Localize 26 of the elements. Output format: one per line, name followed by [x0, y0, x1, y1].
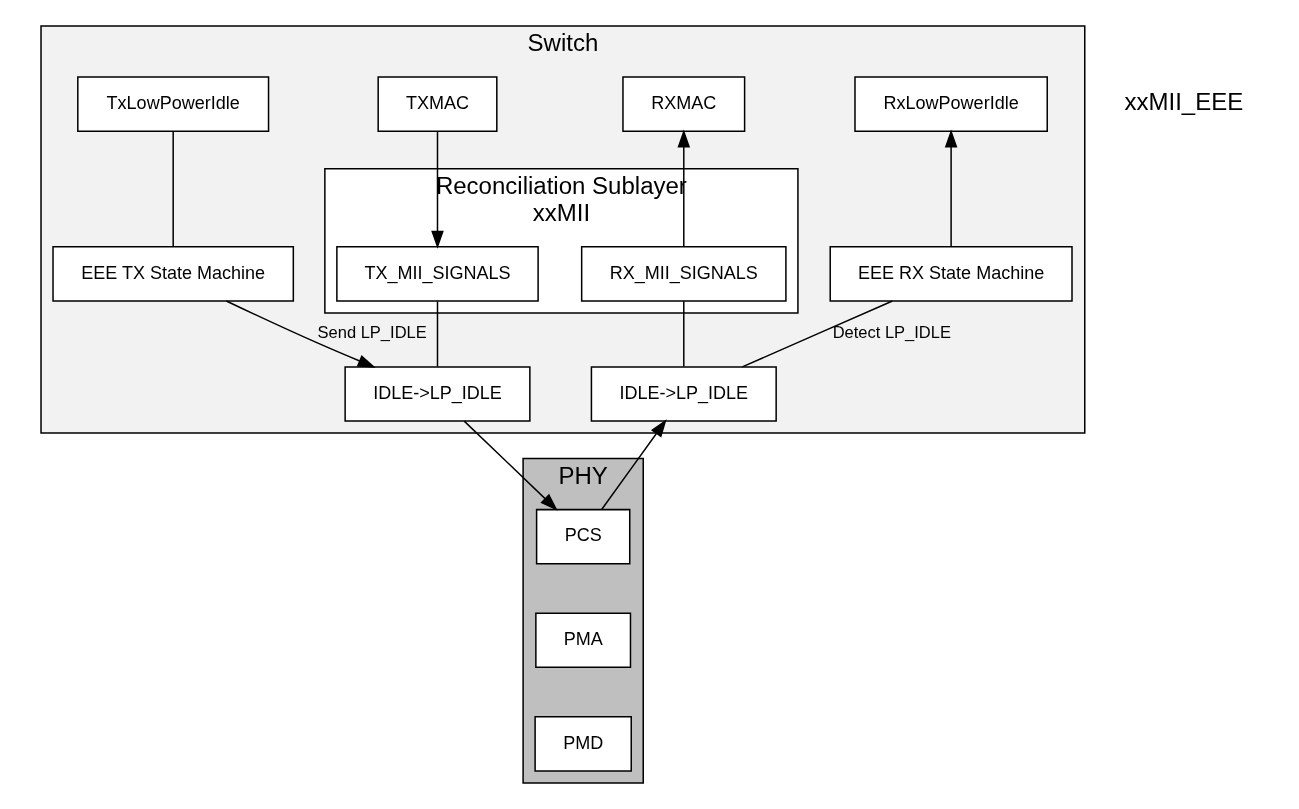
node-box: EEE RX State Machine	[828, 246, 1073, 302]
edge-label: Send LP_IDLE	[317, 323, 427, 342]
node-box: PCS	[535, 508, 630, 565]
arrow	[225, 300, 376, 368]
node-box: RXMAC	[621, 76, 745, 132]
arrow	[944, 129, 957, 248]
edge-label: Detect LP_IDLE	[832, 323, 951, 342]
arrow	[676, 129, 690, 248]
arrow	[430, 130, 444, 249]
label: xxMII_EEE	[1124, 87, 1243, 115]
node-box: TxLowPowerIdle	[76, 76, 269, 132]
node-box: RX_MII_SIGNALS	[580, 246, 787, 302]
node-box: EEE TX State Machine	[51, 246, 294, 302]
node-box: TXMAC	[376, 76, 498, 132]
node-box: TX_MII_SIGNALS	[335, 246, 539, 302]
node-box: RxLowPowerIdle	[853, 76, 1048, 132]
connector	[741, 300, 893, 368]
connector	[682, 300, 685, 368]
node-box: PMD	[533, 716, 632, 772]
node-box: IDLE->LP_IDLE	[590, 366, 777, 422]
node-box: PMA	[534, 612, 631, 669]
node-box: IDLE->LP_IDLE	[343, 366, 531, 422]
arrow	[600, 419, 667, 510]
connector	[171, 130, 174, 248]
connector	[436, 300, 438, 368]
arrow	[462, 420, 558, 511]
